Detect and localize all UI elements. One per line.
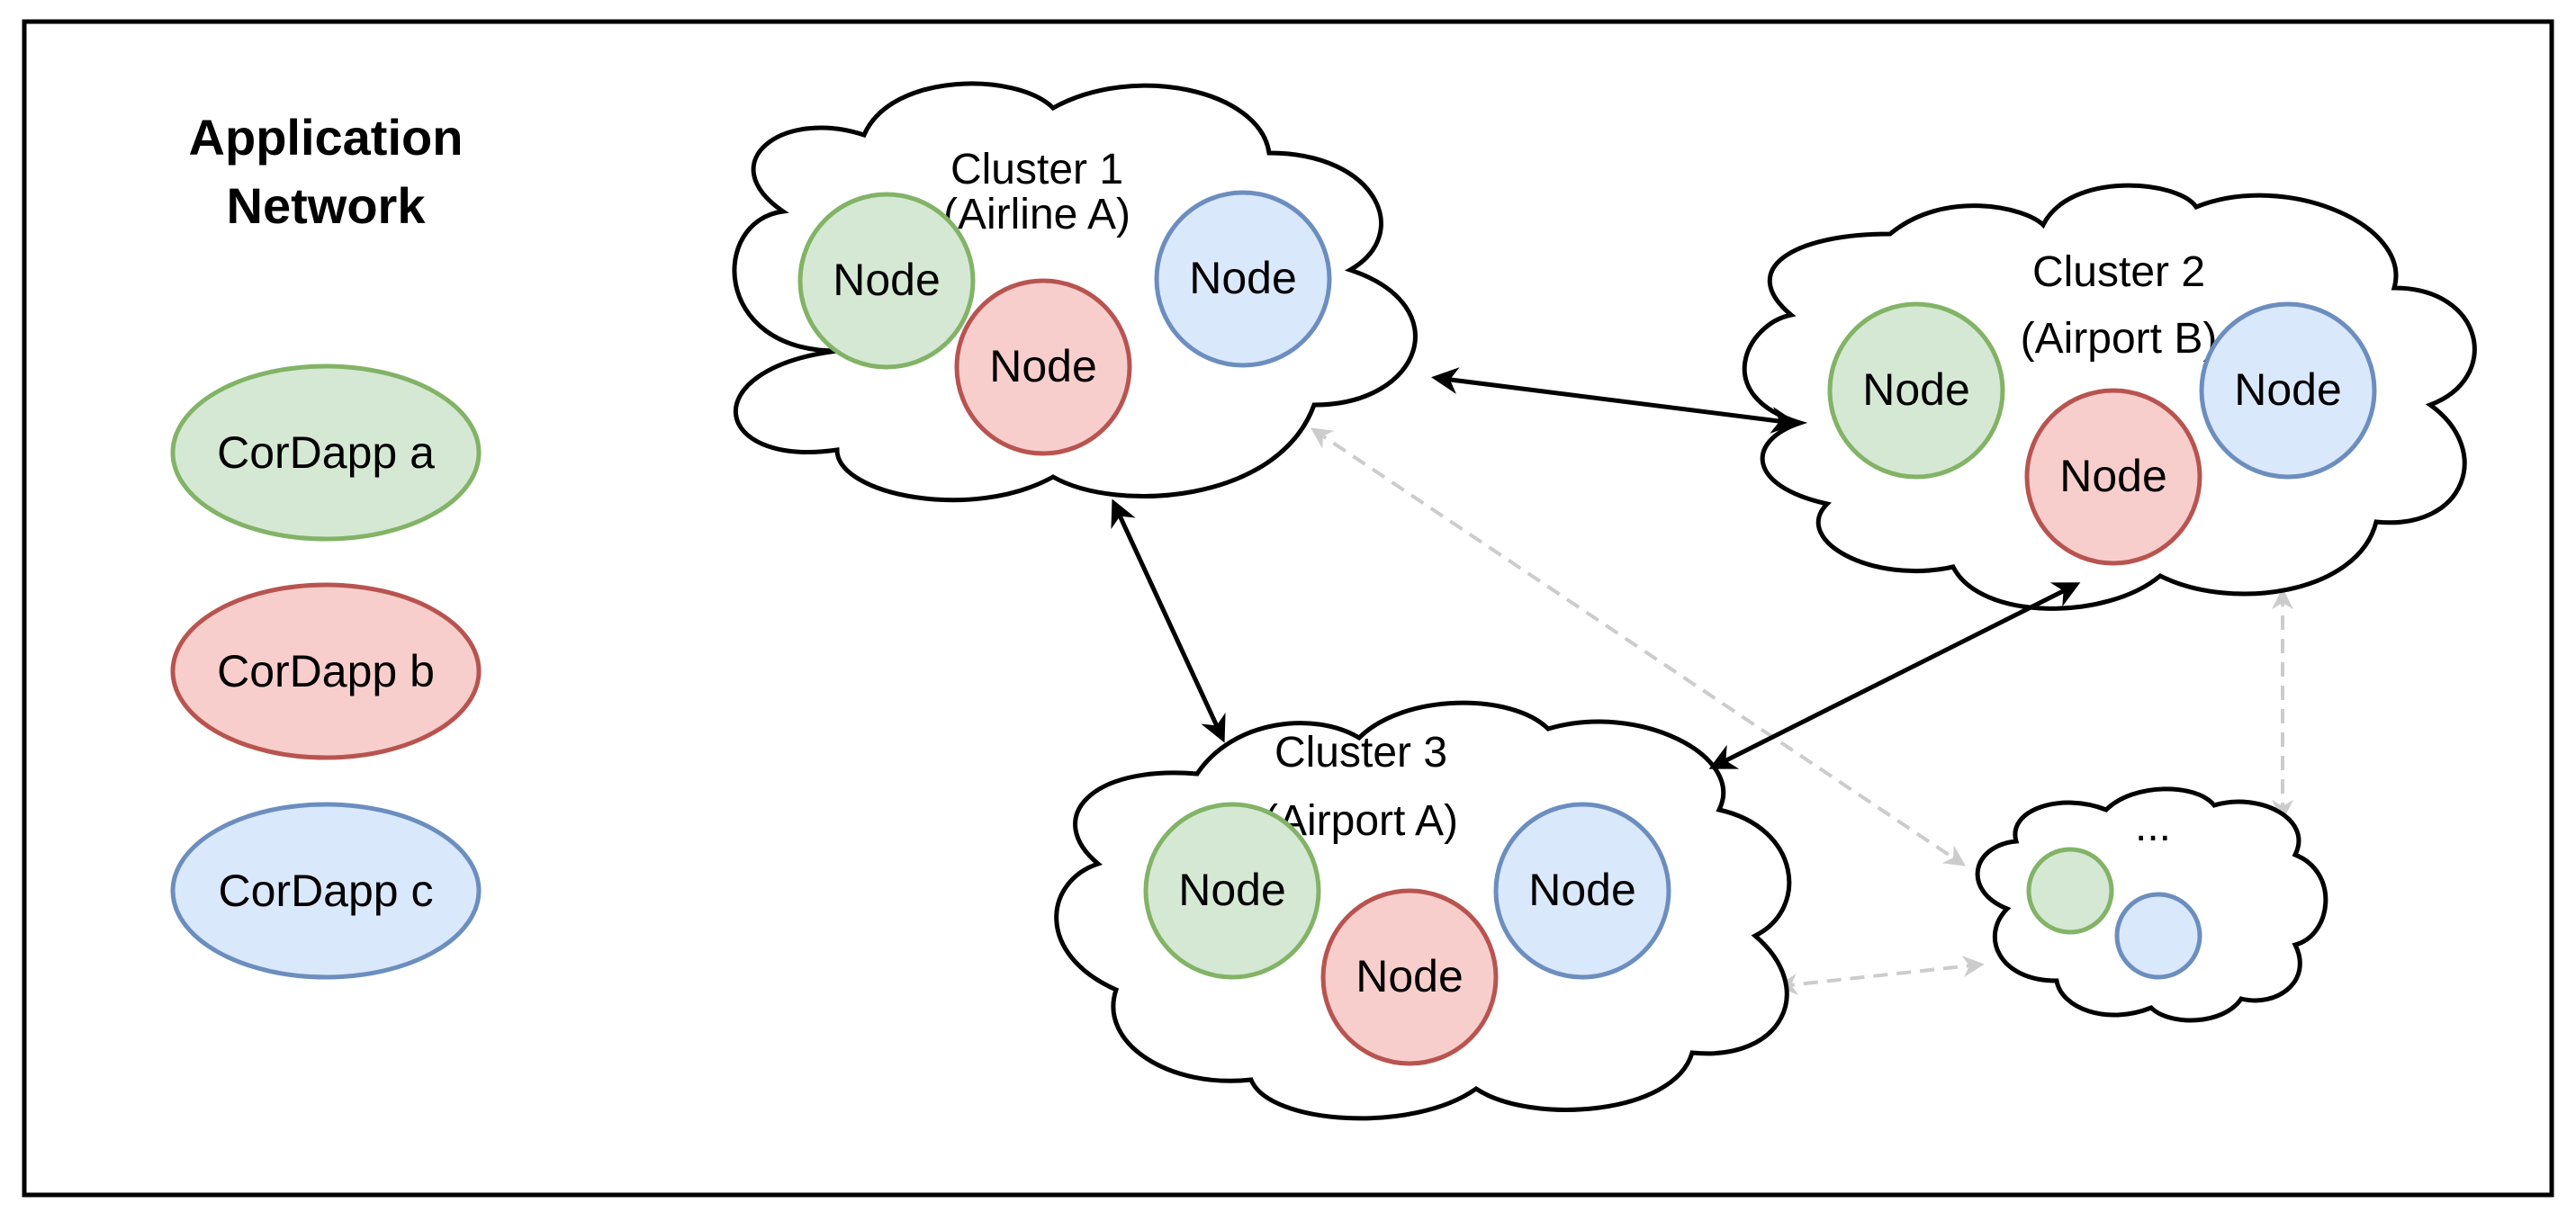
- legend: Application Network CorDapp a CorDapp b …: [170, 109, 482, 980]
- cluster-2-title: Cluster 2: [2032, 248, 2205, 296]
- dashed-link-cluster1-small: [1311, 427, 1966, 866]
- legend-title-line2: Network: [227, 177, 427, 234]
- cluster-3: Cluster 3 (Airport A) Node Node Node: [1054, 700, 1792, 1121]
- legend-cordapp-c-ellipse: [170, 802, 482, 980]
- cluster-more-node-green: [2026, 847, 2114, 935]
- cluster-1: Cluster 1 (Airline A) Node Node Node: [732, 81, 1418, 503]
- cluster-more: ...: [1975, 786, 2328, 1023]
- cluster-3-node-red-label: Node: [1356, 951, 1464, 1001]
- cluster-3-title: Cluster 3: [1274, 729, 1447, 777]
- legend-cordapp-a-label: CorDapp a: [217, 427, 435, 478]
- cluster-2-node-blue: [2199, 301, 2377, 480]
- cluster-1-subtitle: (Airline A): [943, 191, 1130, 238]
- cluster-2-node-green: [1827, 301, 2005, 480]
- cluster-3-node-blue-label: Node: [1528, 865, 1636, 915]
- link-cluster2-cluster3: [1708, 582, 2081, 769]
- legend-cordapp-c-label: CorDapp c: [219, 866, 434, 916]
- cluster-2-node-red-label: Node: [2059, 451, 2167, 501]
- connections: [1311, 427, 2293, 995]
- legend-cordapp-b-ellipse: [170, 582, 482, 760]
- cluster-2-node-green-label: Node: [1862, 364, 1970, 415]
- cluster-1-node-red: [954, 278, 1132, 456]
- cluster-2-node-red: [2024, 388, 2202, 566]
- legend-cordapp-a-ellipse: [170, 364, 482, 542]
- cluster-1-node-green: [797, 192, 976, 370]
- legend-cordapp-b-label: CorDapp b: [217, 646, 435, 696]
- cluster-1-node-blue: [1154, 190, 1332, 368]
- cluster-1-title: Cluster 1: [950, 146, 1123, 193]
- dashed-link-cluster3-small: [1776, 956, 1985, 995]
- cluster-2: Cluster 2 (Airport B) Node Node Node: [1742, 183, 2477, 611]
- link-cluster1-cluster2: [1431, 367, 1798, 434]
- cluster-1-node-green-label: Node: [833, 255, 941, 305]
- cluster-more-node-blue: [2114, 892, 2202, 980]
- cluster-3-node-green: [1143, 802, 1321, 980]
- legend-title-line1: Application: [189, 109, 464, 166]
- cluster-2-subtitle: (Airport B): [2021, 315, 2218, 363]
- cluster-1-node-blue-label: Node: [1189, 253, 1297, 303]
- cluster-1-node-red-label: Node: [989, 341, 1097, 391]
- primary-connections: [1111, 367, 2081, 769]
- cluster-2-node-blue-label: Node: [2234, 364, 2342, 415]
- diagram-border: [22, 19, 2554, 1198]
- cluster-3-node-green-label: Node: [1178, 865, 1286, 915]
- cluster-more-ellipsis: ...: [2135, 803, 2171, 850]
- link-cluster1-cluster3: [1111, 498, 1226, 743]
- cluster-3-node-blue: [1493, 802, 1671, 980]
- cluster-3-node-red: [1320, 888, 1499, 1066]
